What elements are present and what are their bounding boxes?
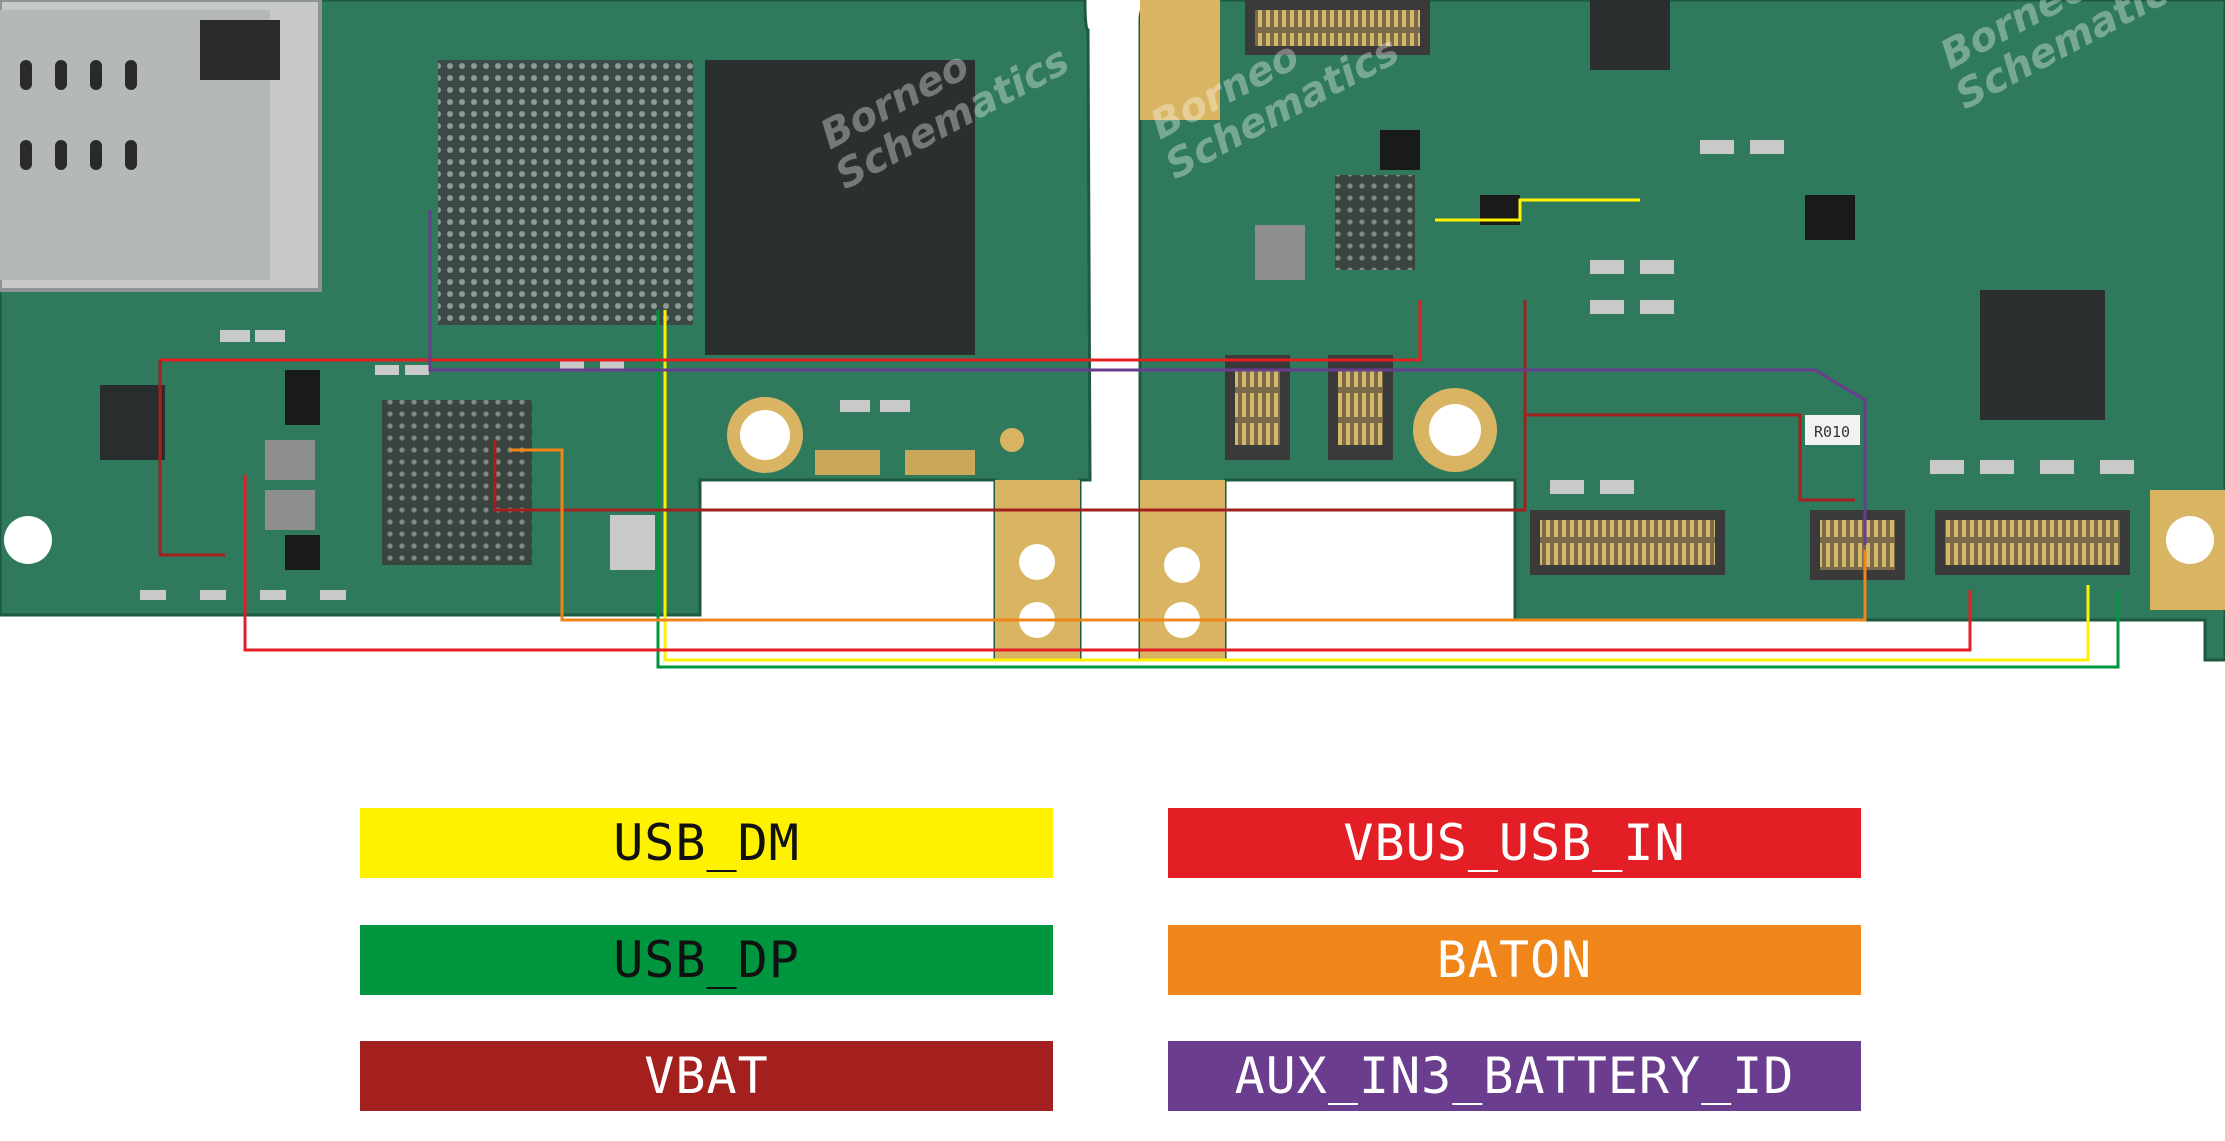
trace-vbus-usb-in-top bbox=[160, 300, 1422, 362]
signal-traces bbox=[158, 198, 2120, 669]
legend-item-vbat: VBAT bbox=[360, 1041, 1053, 1111]
trace-usb-dm bbox=[663, 310, 2090, 662]
right-board: R010 bbox=[1138, 0, 2225, 662]
trace-vbus-usb-in bbox=[243, 475, 1972, 652]
legend-item-usb-dp: USB_DP bbox=[360, 925, 1053, 995]
r010-label: R010 bbox=[1814, 423, 1850, 441]
legend-item-aux-in3-battery-id: AUX_IN3_BATTERY_ID bbox=[1168, 1041, 1861, 1111]
legend-item-usb-dm: USB_DM bbox=[360, 808, 1053, 878]
legend-item-vbus-usb-in: VBUS_USB_IN bbox=[1168, 808, 1861, 878]
trace-vbat bbox=[493, 300, 1527, 512]
trace-aux-battery-id bbox=[428, 210, 1867, 545]
trace-vbat-right bbox=[1525, 413, 1855, 502]
trace-baton bbox=[510, 448, 1867, 622]
trace-vbat-left bbox=[158, 360, 225, 557]
left-board bbox=[0, 0, 1092, 662]
trace-usb-dm-pmic bbox=[1435, 198, 1640, 222]
pcb-board-image: R010 Borneo Schematics Borneo Schematics… bbox=[0, 0, 2225, 669]
legend-item-baton: BATON bbox=[1168, 925, 1861, 995]
trace-usb-dp bbox=[656, 310, 2120, 669]
